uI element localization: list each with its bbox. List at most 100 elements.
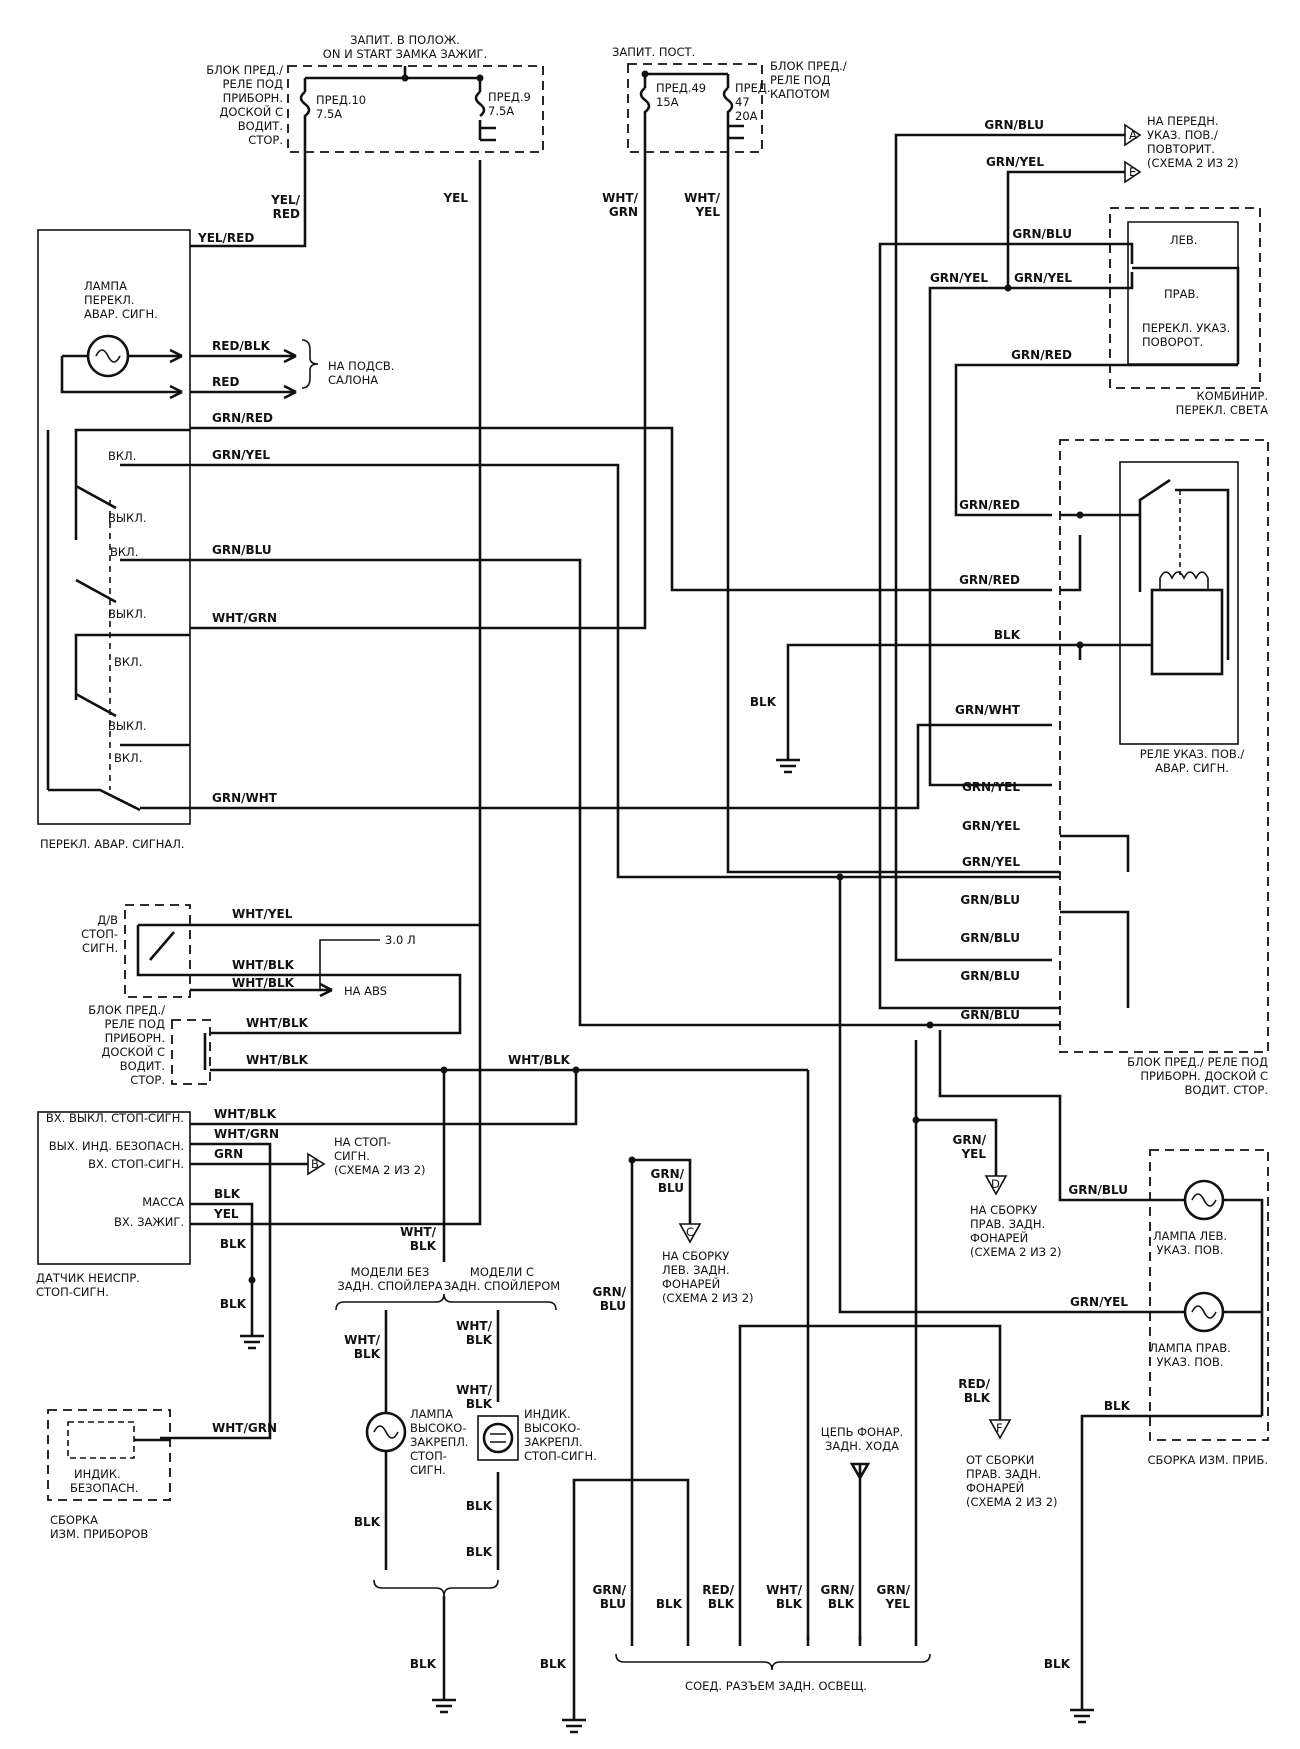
svg-text:ПРЕД.: ПРЕД.	[735, 81, 771, 95]
variant-brace	[335, 1293, 557, 1311]
combo-switch-box	[1109, 207, 1261, 389]
wire-label-blk-ground: BLK	[750, 695, 777, 709]
wire-blk-rear	[572, 1478, 690, 1720]
wire-label-grn-red-relay: GRN/RED	[959, 498, 1020, 512]
wire-label-wht-blk-4: WHT/BLK	[246, 1053, 309, 1067]
ref-a: A	[1129, 128, 1137, 142]
wire-label-red-blk-rr: RED/ BLK	[958, 1377, 990, 1405]
connector-pin-labels: GRN/ BLU BLK RED/ BLK WHT/ BLK GRN/ BLK …	[592, 1583, 910, 1611]
svg-text:7.5A: 7.5A	[488, 104, 514, 118]
svg-text:YEL: YEL	[884, 1597, 910, 1611]
bulb-filament-icon	[373, 1425, 399, 1439]
led-icon	[490, 1433, 506, 1443]
svg-text:МОДЕЛИ БЕЗ: МОДЕЛИ БЕЗ	[351, 1265, 430, 1279]
cluster-right-label: СБОРКА ИЗМ. ПРИБ.	[1147, 1453, 1268, 1467]
ref-c-marker	[678, 1223, 702, 1244]
svg-text:АВАР. СИГН.: АВАР. СИГН.	[1155, 761, 1229, 775]
svg-text:ЗАПИТ. В ПОЛОЖ.: ЗАПИТ. В ПОЛОЖ.	[350, 33, 460, 47]
hi-indicator-led	[482, 1422, 514, 1454]
wire-grn-blu-hazard	[190, 558, 1060, 1027]
stop-sensor-box	[37, 1111, 191, 1265]
svg-text:GRN/: GRN/	[650, 1167, 684, 1181]
svg-text:ВХ. ЗАЖИГ.: ВХ. ЗАЖИГ.	[114, 1215, 184, 1229]
safety-indicator-label: ИНДИК. БЕЗОПАСН.	[70, 1467, 138, 1495]
hazard-switch-box	[37, 229, 191, 825]
wire-label-yel-sensor: YEL	[213, 1207, 239, 1221]
svg-text:РЕЛЕ ПОД: РЕЛЕ ПОД	[770, 73, 830, 87]
wire-label-wht-grn-stack: WHT/ GRN	[602, 191, 638, 219]
wire-label-blk-hi-ground: BLK	[410, 1657, 437, 1671]
svg-text:МОДЕЛИ С: МОДЕЛИ С	[470, 1265, 534, 1279]
wire-wht-blk-stop	[190, 973, 462, 1035]
ref-a-marker	[1124, 123, 1142, 147]
wire-label-grn-red: GRN/RED	[212, 411, 273, 425]
wire-label-blk-ground-right: BLK	[1044, 1657, 1071, 1671]
svg-text:РЕЛЕ ПОД: РЕЛЕ ПОД	[223, 77, 283, 91]
front-signal-label: НА ПЕРЕДН. УКАЗ. ПОВ./ ПОВТОРИТ. (СХЕМА …	[1147, 114, 1239, 170]
wire-label-yel: YEL	[442, 191, 468, 205]
svg-text:БЛОК ПРЕД./: БЛОК ПРЕД./	[88, 1003, 165, 1017]
hi-lamp-bulb	[365, 1411, 407, 1453]
wire-label-wht-blk-1: WHT/BLK	[232, 958, 295, 972]
wire-label-red: RED	[212, 375, 239, 389]
fuse-49-label: ПРЕД.49 15A	[656, 81, 706, 109]
fuse-9-label: ПРЕД.9 7.5A	[488, 90, 531, 118]
svg-text:ЛАМПА: ЛАМПА	[84, 279, 127, 293]
svg-text:АВАР. СИГН.: АВАР. СИГН.	[84, 307, 158, 321]
wire-label-wht-grn-cluster: WHT/GRN	[212, 1421, 277, 1435]
svg-text:ПЕРЕКЛ. СВЕТА: ПЕРЕКЛ. СВЕТА	[1176, 403, 1268, 417]
turn-switch-contacts	[1110, 242, 1240, 367]
svg-text:ВЫСОКО-: ВЫСОКО-	[410, 1421, 466, 1435]
svg-text:НА СБОРКУ: НА СБОРКУ	[662, 1249, 729, 1263]
wire-label-blk-sensor-3: BLK	[220, 1297, 247, 1311]
svg-text:ПЕРЕКЛ. УКАЗ.: ПЕРЕКЛ. УКАЗ.	[1142, 321, 1230, 335]
svg-text:УКАЗ. ПОВ.: УКАЗ. ПОВ.	[1157, 1355, 1224, 1369]
svg-text:ДОСКОЙ С: ДОСКОЙ С	[219, 104, 283, 119]
right-rear-to-label: НА СБОРКУ ПРАВ. ЗАДН. ФОНАРЕЙ (СХЕМА 2 И…	[970, 1203, 1062, 1259]
wire-label-wht-blk-sensor: WHT/BLK	[214, 1107, 277, 1121]
svg-text:YEL/: YEL/	[270, 193, 301, 207]
wire-label-yel-red-stack: YEL/ RED	[270, 193, 301, 221]
ref-d: D	[991, 1177, 1000, 1191]
lamp-right-bulb	[1183, 1291, 1225, 1333]
svg-text:КАПОТОМ: КАПОТОМ	[770, 87, 830, 101]
fuse-bus	[303, 66, 496, 142]
right-rear-from-label: ОТ СБОРКИ ПРАВ. ЗАДН. ФОНАРЕЙ (СХЕМА 2 И…	[966, 1453, 1058, 1509]
right-dash-block	[1059, 439, 1269, 1053]
svg-text:УКАЗ. ПОВ./: УКАЗ. ПОВ./	[1147, 128, 1218, 142]
ref-f: F	[996, 1421, 1003, 1435]
svg-text:ON И START ЗАМКА ЗАЖИГ.: ON И START ЗАМКА ЗАЖИГ.	[323, 47, 487, 61]
ref-c: C	[686, 1225, 694, 1239]
wire-red-blk-rear	[738, 1324, 1002, 1636]
svg-text:ПРАВ. ЗАДН.: ПРАВ. ЗАДН.	[970, 1217, 1045, 1231]
wire-to-left-rear	[632, 1158, 692, 1224]
svg-text:ПРИБОРН.: ПРИБОРН.	[223, 91, 283, 105]
wire-grn-wht-hazard	[190, 723, 1052, 810]
svg-text:СТОР.: СТОР.	[130, 1073, 165, 1087]
svg-text:BLU: BLU	[600, 1597, 626, 1611]
turn-left-label: ЛЕВ.	[1170, 233, 1197, 247]
svg-text:ВХ. ВЫКЛ. СТОП-СИГН.: ВХ. ВЫКЛ. СТОП-СИГН.	[46, 1111, 184, 1125]
ground-icon	[1070, 1708, 1094, 1724]
connector-brace	[615, 1653, 931, 1671]
svg-text:20A: 20A	[735, 109, 758, 123]
wire-label-grn-blu-1: GRN/BLU	[960, 893, 1020, 907]
abs-label: НА ABS	[344, 984, 387, 998]
wire-wht-yel	[726, 160, 1060, 874]
svg-text:WHT/: WHT/	[766, 1583, 802, 1597]
hazard-lamp-wires	[60, 354, 182, 394]
wire-grn-blu-lamp	[938, 1030, 1150, 1202]
svg-text:ВОДИТ.: ВОДИТ.	[120, 1059, 165, 1073]
wire-yel-red	[190, 160, 307, 248]
label-on-4: ВКЛ.	[114, 751, 142, 765]
wire-label-wht-blk-3: WHT/BLK	[246, 1016, 309, 1030]
brace	[301, 339, 319, 389]
label-off-1: ВЫКЛ.	[108, 511, 147, 525]
svg-text:GRN/: GRN/	[820, 1583, 854, 1597]
wire-label-blk-hi-ind: BLK	[466, 1499, 493, 1513]
brake-dash-block-box	[171, 1019, 211, 1085]
svg-text:СТОП-СИГН.: СТОП-СИГН.	[36, 1285, 109, 1299]
wire-label-grn-yel-front: GRN/YEL	[986, 155, 1044, 169]
const-feed-label: ЗАПИТ. ПОСТ.	[612, 45, 695, 59]
